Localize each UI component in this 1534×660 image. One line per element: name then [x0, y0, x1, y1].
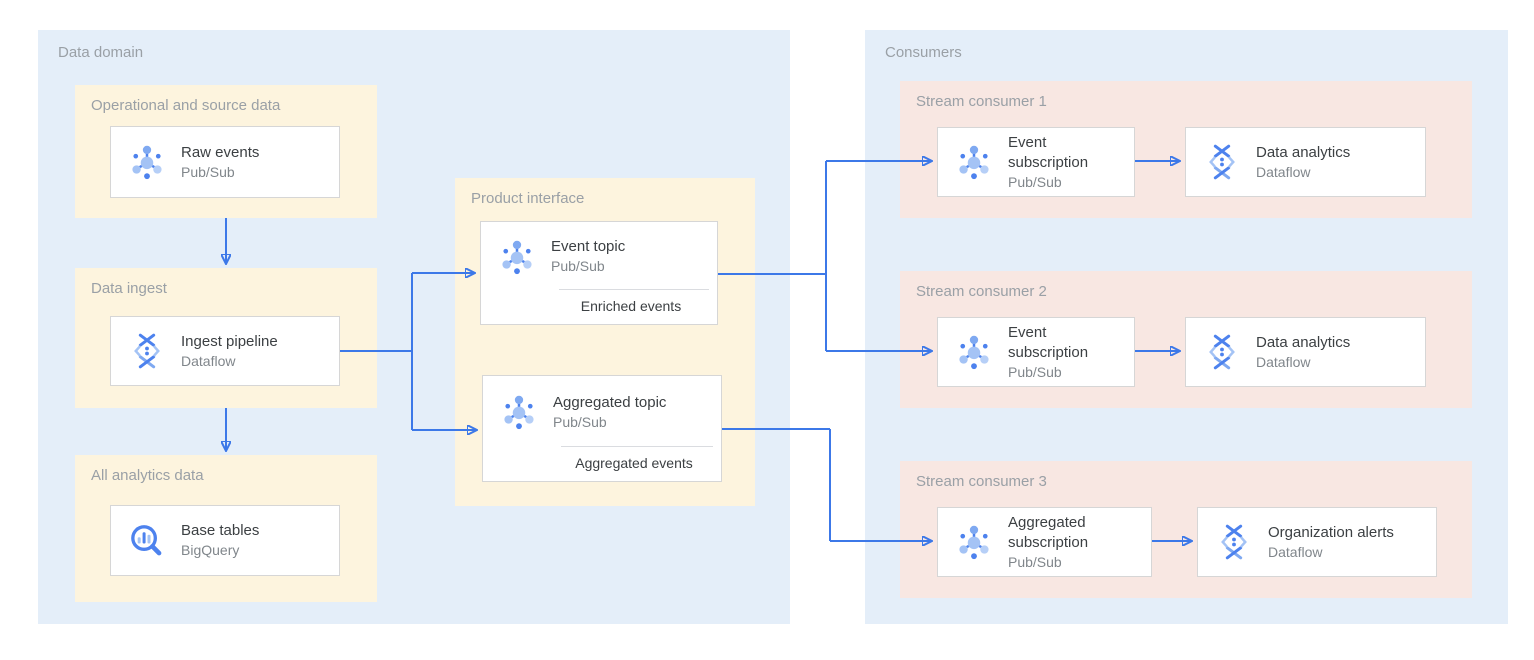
bigquery-icon — [127, 521, 167, 561]
card-title: Aggregated subscription — [1008, 513, 1089, 551]
card-title: Organization alerts — [1268, 523, 1394, 541]
pubsub-icon — [954, 332, 994, 372]
pubsub-icon — [497, 237, 537, 277]
data-analytics-card-2: Data analytics Dataflow — [1185, 317, 1426, 387]
event-subscription-card-2: Event subscription Pub/Sub — [937, 317, 1135, 387]
card-subtitle: Pub/Sub — [553, 413, 607, 430]
group-label: Stream consumer 1 — [916, 93, 1047, 110]
dataflow-icon — [1202, 142, 1242, 182]
card-title: Base tables — [181, 522, 260, 539]
card-subtitle: Pub/Sub — [181, 163, 235, 180]
dataflow-icon — [1202, 332, 1242, 372]
card-subtitle: Pub/Sub — [1008, 363, 1062, 380]
pubsub-icon — [954, 522, 994, 562]
group-label: Product interface — [471, 190, 585, 207]
raw-events-card: Raw events Pub/Sub — [110, 126, 340, 198]
group-label: All analytics data — [91, 467, 204, 484]
event-topic-card: Event topic Pub/Sub Enriched events — [480, 221, 718, 325]
divider — [559, 289, 709, 290]
card-title: Data analytics — [1256, 333, 1351, 351]
consumers-title: Consumers — [885, 44, 962, 61]
divider — [561, 446, 713, 447]
pubsub-icon — [127, 142, 167, 182]
aggregated-subscription-card: Aggregated subscription Pub/Sub — [937, 507, 1152, 577]
card-subtitle: Dataflow — [1256, 163, 1311, 180]
data-domain-title: Data domain — [58, 44, 144, 61]
group-label: Stream consumer 2 — [916, 283, 1047, 300]
card-title: Raw events — [181, 143, 260, 161]
event-subscription-card-1: Event subscription Pub/Sub — [937, 127, 1135, 197]
pubsub-icon — [499, 392, 539, 432]
topic-tag: Aggregated events — [575, 455, 693, 471]
card-title: Data analytics — [1256, 143, 1351, 161]
organization-alerts-card: Organization alerts Dataflow — [1197, 507, 1437, 577]
card-title: Event subscription — [1008, 133, 1089, 171]
data-analytics-card-1: Data analytics Dataflow — [1185, 127, 1426, 197]
card-subtitle: Pub/Sub — [551, 258, 605, 274]
card-title: Event subscription — [1008, 323, 1089, 361]
group-label: Stream consumer 3 — [916, 473, 1047, 490]
base-tables-card: Base tables BigQuery — [110, 505, 340, 576]
card-subtitle: Pub/Sub — [1008, 553, 1062, 570]
pubsub-icon — [954, 142, 994, 182]
card-subtitle: Pub/Sub — [1008, 173, 1062, 190]
card-subtitle: Dataflow — [181, 352, 236, 369]
group-label: Operational and source data — [91, 97, 281, 114]
card-title: Aggregated topic — [553, 393, 667, 411]
dataflow-icon — [1214, 522, 1254, 562]
card-subtitle: Dataflow — [1256, 353, 1311, 370]
dataflow-icon — [127, 331, 167, 371]
aggregated-topic-card: Aggregated topic Pub/Sub Aggregated even… — [482, 375, 722, 482]
card-subtitle: Dataflow — [1268, 543, 1323, 560]
card-subtitle: BigQuery — [181, 542, 240, 558]
group-label: Data ingest — [91, 280, 167, 297]
card-title: Ingest pipeline — [181, 332, 278, 350]
topic-tag: Enriched events — [580, 298, 682, 314]
card-title: Event topic — [551, 238, 626, 255]
ingest-pipeline-card: Ingest pipeline Dataflow — [110, 316, 340, 386]
